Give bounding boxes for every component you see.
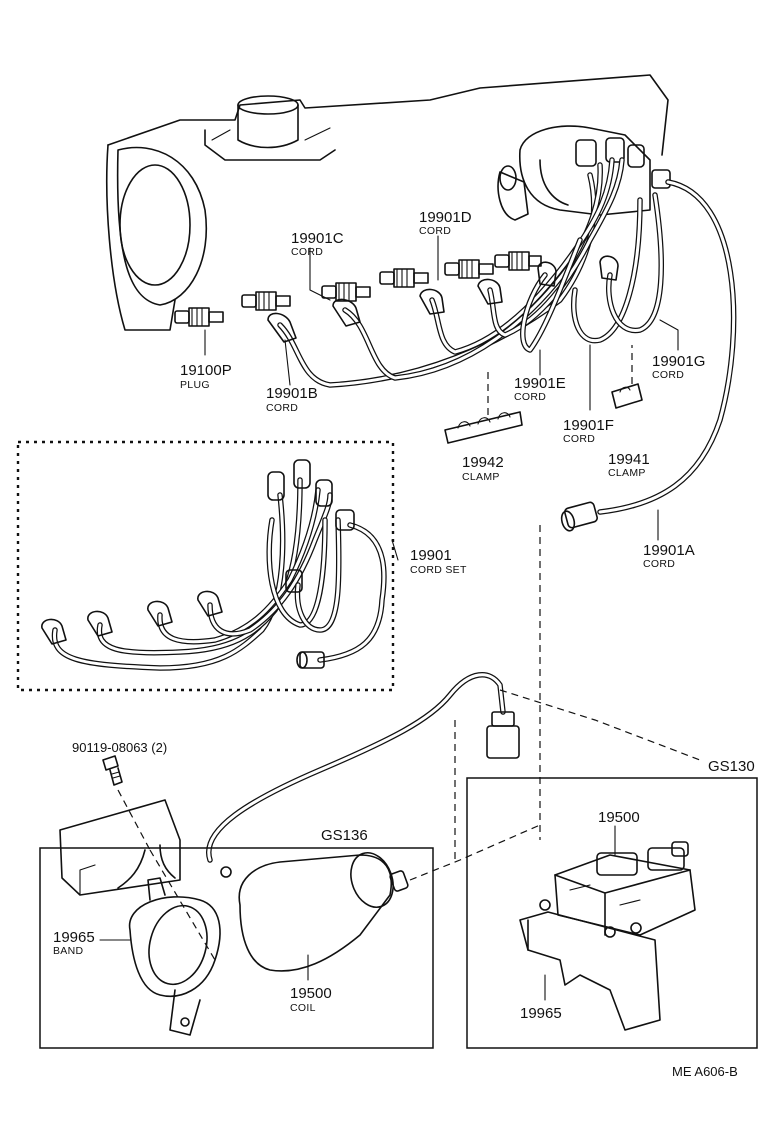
label-19500-gs130-number: 19500 — [598, 809, 640, 826]
label-19942-name: CLAMP — [462, 471, 500, 483]
spark-plugs — [174, 251, 542, 327]
label-19901-name: CORD SET — [410, 564, 467, 576]
group-label-gs130: GS130 — [708, 758, 755, 775]
group-label-gs136: GS136 — [321, 827, 368, 844]
cord-set-19901 — [41, 459, 387, 671]
label-19100p-number: 19100P — [180, 362, 232, 379]
clamp-19941 — [611, 345, 643, 409]
label-19901d-name: CORD — [419, 225, 451, 237]
bracket-19965-gs130 — [519, 899, 661, 1031]
spark-plug-5 — [444, 259, 494, 279]
gs136-box — [39, 847, 434, 1049]
coil-harness — [117, 672, 520, 889]
label-leaders — [99, 235, 679, 1001]
label-19901b-name: CORD — [266, 402, 298, 414]
label-19901c-number: 19901C — [291, 230, 344, 247]
coil-19500-gs130 — [554, 841, 696, 936]
label-19901a-number: 19901A — [643, 542, 695, 559]
label-19901c-name: CORD — [291, 246, 323, 258]
ignition-cords-top — [267, 157, 664, 388]
label-19901e-name: CORD — [514, 391, 546, 403]
leader-lines — [454, 525, 701, 860]
label-19901d-number: 19901D — [419, 209, 472, 226]
label-19901a-name: CORD — [643, 558, 675, 570]
label-19942-number: 19942 — [462, 454, 504, 471]
label-19901b-number: 19901B — [266, 385, 318, 402]
spark-plug-3 — [321, 282, 371, 302]
band-19965 — [128, 849, 221, 1036]
label-19941-name: CLAMP — [608, 467, 646, 479]
spark-plug-6 — [494, 251, 542, 271]
label-19965-band-number: 19965 — [53, 929, 95, 946]
clamp-19942 — [444, 368, 523, 444]
label-19901g-number: 19901G — [652, 353, 705, 370]
cord-19901a — [560, 179, 737, 532]
label-19965-band-name: BAND — [53, 945, 83, 957]
label-19901f-number: 19901F — [563, 417, 614, 434]
label-19500-coil-number: 19500 — [290, 985, 332, 1002]
label-19901e-number: 19901E — [514, 375, 566, 392]
label-19100p-name: PLUG — [180, 379, 210, 391]
spark-plug-4 — [379, 268, 429, 288]
label-19500-coil-name: COIL — [290, 1002, 316, 1014]
label-19941-number: 19941 — [608, 451, 650, 468]
engine-block — [105, 74, 669, 331]
label-19901f-name: CORD — [563, 433, 595, 445]
spark-plug-1 — [174, 307, 224, 327]
label-19965-gs130-number: 19965 — [520, 1005, 562, 1022]
cord-set-box — [16, 440, 395, 692]
diagram-reference-code: ME A606-B — [672, 1064, 738, 1079]
label-bolt-number: 90119-08063 (2) — [72, 740, 167, 755]
coil-19500-gs136 — [238, 824, 541, 972]
spark-plug-2 — [241, 291, 291, 311]
bracket-plate — [59, 799, 181, 896]
bolt-90119-08063 — [102, 755, 151, 851]
gs130-box — [466, 777, 758, 1049]
label-19901g-name: CORD — [652, 369, 684, 381]
distributor — [497, 125, 671, 221]
callouts: 19901C CORD 19901D CORD 19100P PLUG 1990… — [53, 209, 755, 1079]
label-19901-number: 19901 — [410, 547, 452, 564]
